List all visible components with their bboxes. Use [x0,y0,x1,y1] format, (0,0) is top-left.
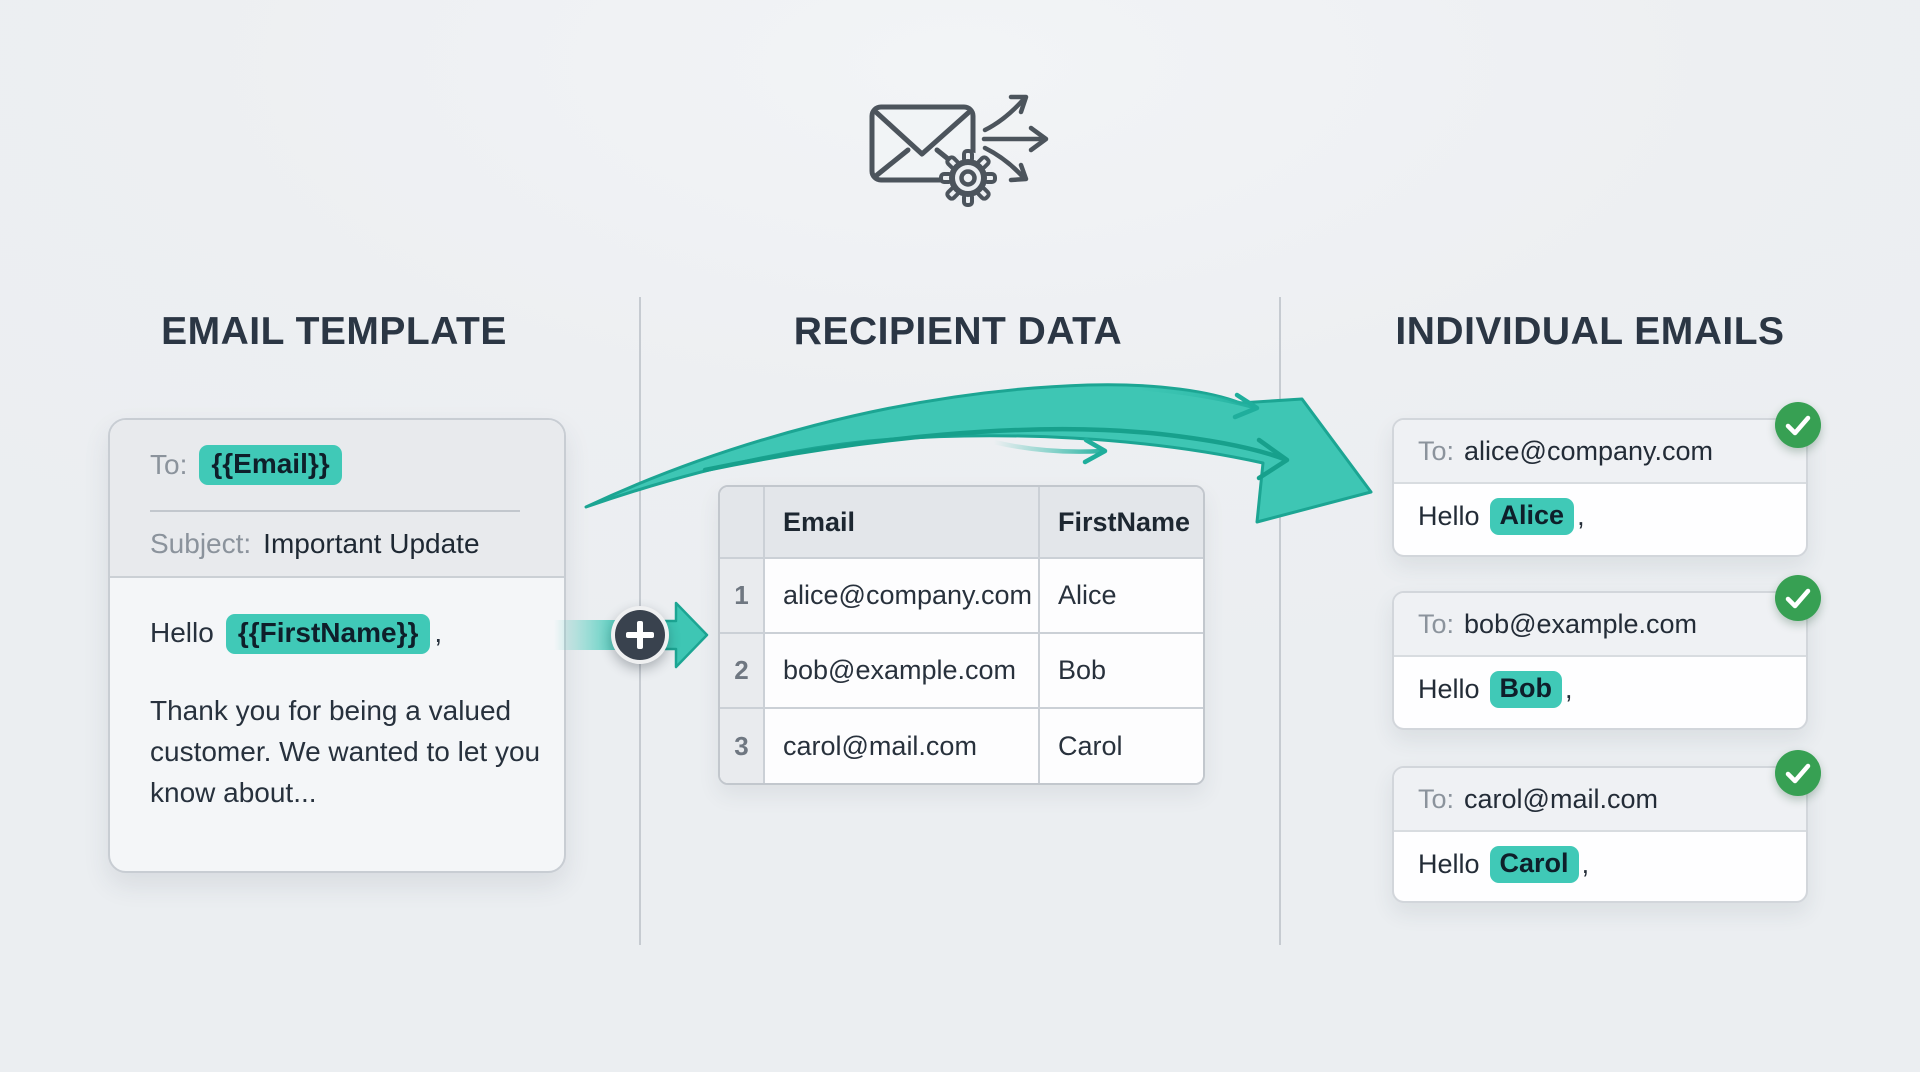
greeting-punctuation: , [1581,849,1590,879]
template-greeting: Hello {{FirstName}}, [150,614,536,654]
section-title-email-template: EMAIL TEMPLATE [161,310,507,353]
gear-icon [939,149,997,207]
column-divider-right [1279,297,1281,945]
greeting-punctuation: , [1577,501,1585,531]
template-card-header: To: {{Email}} Subject: Important Update [110,420,564,578]
row-number: 1 [720,559,765,634]
section-title-recipient-data: RECIPIENT DATA [793,310,1123,353]
template-header-divider [150,510,520,512]
envelope-icon [869,104,976,183]
merged-name-chip: Bob [1489,671,1563,708]
table-cell-email: carol@mail.com [765,709,1040,783]
template-body-text: Thank you for being a valued customer. W… [150,695,541,808]
fan-arrows-icon [981,94,1049,183]
row-number: 3 [720,709,765,783]
table-cell-firstname: Carol [1040,709,1203,783]
individual-email-card: To: bob@example.com Hello Bob, [1392,575,1821,730]
success-check-icon [1775,575,1821,621]
apply-arrow-trail [554,620,616,650]
greeting-prefix: Hello [1418,674,1480,704]
email-card-header: To: alice@company.com [1394,420,1806,484]
table-cell-firstname: Alice [1040,559,1203,634]
to-label: To: [1418,608,1455,639]
email-address: carol@mail.com [1464,783,1658,814]
template-card-body: Hello {{FirstName}}, Thank you for being … [110,578,564,813]
to-label: To: [1418,783,1455,814]
success-check-icon [1775,750,1821,796]
table-corner-cell [720,487,765,559]
email-card-body: Hello Alice, [1394,484,1806,549]
section-title-individual-emails: INDIVIDUAL EMAILS [1395,310,1785,353]
table-cell-email: bob@example.com [765,634,1040,709]
table-cell-email: alice@company.com [765,559,1040,634]
email-card-header: To: carol@mail.com [1394,768,1806,832]
row-number: 2 [720,634,765,709]
email-template-card: To: {{Email}} Subject: Important Update … [108,418,566,873]
template-subject-row: Subject: Important Update [110,512,564,576]
greeting-punctuation: , [1565,674,1573,704]
greeting-punctuation: , [434,617,443,648]
individual-email-card: To: alice@company.com Hello Alice, [1392,402,1821,557]
greeting-prefix: Hello [1418,501,1480,531]
email-card-body: Hello Carol, [1394,832,1806,897]
table-header-email: Email [765,487,1040,559]
email-address: alice@company.com [1464,435,1714,466]
merged-name-chip: Carol [1489,846,1579,883]
table-header-firstname: FirstName [1040,487,1203,559]
motion-arrow-bottom [991,437,1108,465]
mail-send-icon [869,94,1049,207]
firstname-variable-chip: {{FirstName}} [225,614,431,654]
to-label: To: [1418,435,1455,466]
merged-name-chip: Alice [1489,498,1575,535]
motion-arrow-top [1133,385,1260,420]
subject-label: Subject: [150,528,252,559]
individual-email-card: To: carol@mail.com Hello Carol, [1392,750,1821,903]
success-check-icon [1775,402,1821,448]
greeting-prefix: Hello [150,617,214,648]
template-to-row: To: {{Email}} [110,420,564,510]
greeting-prefix: Hello [1418,849,1480,879]
email-variable-chip: {{Email}} [199,445,342,485]
plus-icon [611,606,669,664]
recipient-data-table: Email FirstName 1 alice@company.com Alic… [718,485,1205,785]
table-cell-firstname: Bob [1040,634,1203,709]
email-card-header: To: bob@example.com [1394,593,1806,657]
email-address: bob@example.com [1464,608,1698,639]
to-label: To: [150,449,188,480]
email-card-body: Hello Bob, [1394,657,1806,722]
subject-value: Important Update [263,528,480,559]
